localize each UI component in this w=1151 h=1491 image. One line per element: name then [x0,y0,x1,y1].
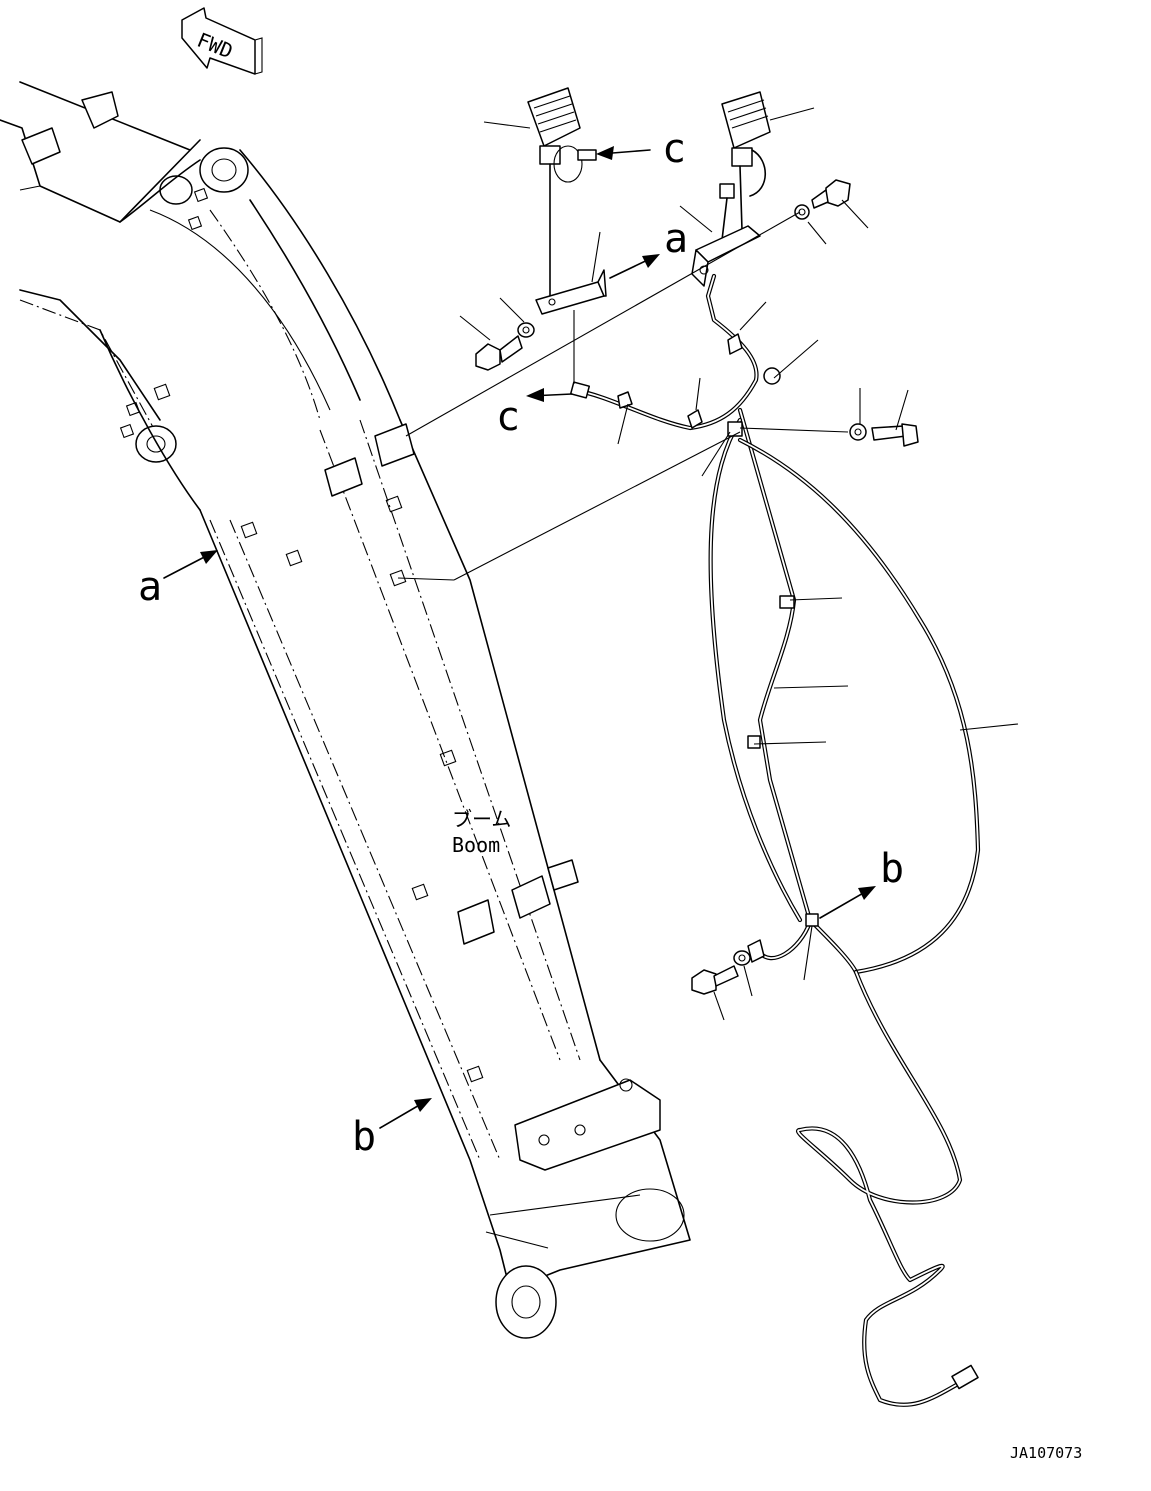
work-lamp-left [527,87,597,301]
callout-a-left: a [138,550,218,610]
svg-text:c: c [496,394,520,440]
washer-upper-left [517,322,535,338]
bolt-lower [691,965,739,995]
lamp-bracket-left [535,269,607,315]
bolt-middle-right [871,423,919,447]
lamp-bracket-right [691,225,761,287]
boom-assembly [0,81,691,1339]
svg-text:a: a [138,564,162,610]
callout-b-right: b [819,846,904,919]
svg-text:b: b [880,846,904,892]
svg-text:b: b [352,1114,376,1160]
callout-c-lower: c [496,388,573,440]
callout-a-upper: a [609,216,688,279]
washer-lower [733,950,751,966]
bolt-upper-right [811,179,851,209]
callout-b-left: b [352,1098,432,1160]
svg-text:a: a [664,216,688,262]
boom-label-jp: ブーム [452,807,511,831]
work-lamp-right [719,91,771,241]
leader-lines [397,107,1019,1021]
boom-label-en: Boom [452,833,500,857]
washer-upper-right [794,204,810,220]
callout-c-upper: c [596,126,686,172]
fwd-arrow-icon: FWD [181,7,263,75]
washer-middle-right [849,423,867,441]
drawing-code: JA107073 [1010,1444,1082,1462]
wiring-harness [569,273,981,1407]
bolt-upper-left [475,335,523,371]
svg-text:c: c [662,126,686,172]
